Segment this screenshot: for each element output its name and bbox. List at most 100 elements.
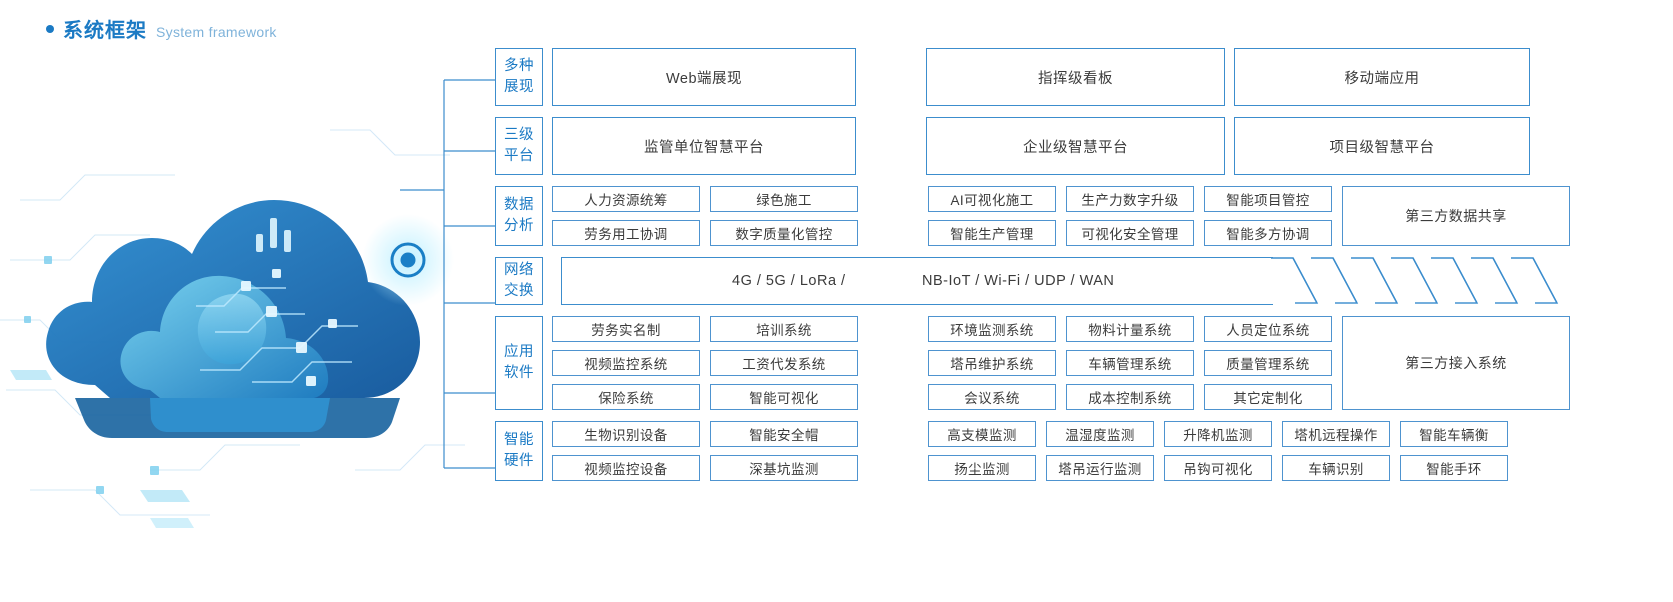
box-third-party-data-sharing[interactable]: 第三方数据共享 [1342,186,1570,246]
row-presentation: 多种 展现 Web端展现 指挥级看板 移动端应用 [495,48,1673,106]
chip-column: 物料计量系统 车辆管理系统 成本控制系统 [1066,316,1194,410]
category-line-1: 智能 [504,431,534,448]
row-network-exchange: 网络 交换 4G / 5G / LoRa / NB-IoT / Wi-Fi / … [495,257,1673,305]
app-left-group: 劳务实名制 视频监控系统 保险系统 培训系统 工资代发系统 智能可视化 [552,316,858,410]
chip-column: 生物识别设备 视频监控设备 [552,421,700,481]
chip-column: 智能安全帽 深基坑监测 [710,421,858,481]
category-line-1: 多种 [504,57,534,74]
hardware-right-group: 高支模监测 扬尘监测 温湿度监测 塔吊运行监测 升降机监测 吊钩可视化 [928,421,1272,481]
category-line-1: 网络 [504,261,534,278]
box-command-dashboard[interactable]: 指挥级看板 [926,48,1225,106]
chip-item[interactable]: 智能可视化 [710,384,858,410]
chip-item[interactable]: 车辆识别 [1282,455,1390,481]
chip-item[interactable]: 绿色施工 [710,186,858,212]
row-platform: 三级 平台 监管单位智慧平台 企业级智慧平台 项目级智慧平台 [495,117,1673,175]
chip-item[interactable]: 工资代发系统 [710,350,858,376]
data-analysis-right-group: AI可视化施工 智能生产管理 生产力数字升级 可视化安全管理 智能项目管控 智能… [928,186,1332,246]
chip-item[interactable]: 劳务实名制 [552,316,700,342]
category-line-1: 应用 [504,343,534,360]
chip-column: 智能车辆衡 智能手环 [1400,421,1508,481]
chip-item[interactable]: 高支模监测 [928,421,1036,447]
chip-item[interactable]: 成本控制系统 [1066,384,1194,410]
category-presentation[interactable]: 多种 展现 [495,48,543,106]
chip-item[interactable]: 保险系统 [552,384,700,410]
chip-item[interactable]: 培训系统 [710,316,858,342]
chip-item[interactable]: 吊钩可视化 [1164,455,1272,481]
chip-column: 环境监测系统 塔吊维护系统 会议系统 [928,316,1056,410]
chip-item[interactable]: 生产力数字升级 [1066,186,1194,212]
chip-item[interactable]: 智能车辆衡 [1400,421,1508,447]
category-network-exchange[interactable]: 网络 交换 [495,257,543,305]
category-line-2: 分析 [504,218,534,234]
chip-item[interactable]: 塔吊维护系统 [928,350,1056,376]
box-project-platform[interactable]: 项目级智慧平台 [1234,117,1530,175]
chip-item[interactable]: 温湿度监测 [1046,421,1154,447]
chip-item[interactable]: 深基坑监测 [710,455,858,481]
chip-item[interactable]: 数字质量化管控 [710,220,858,246]
category-line-2: 软件 [504,365,534,381]
chip-column: 温湿度监测 塔吊运行监测 [1046,421,1154,481]
chip-item[interactable]: 质量管理系统 [1204,350,1332,376]
chip-column: 劳务实名制 视频监控系统 保险系统 [552,316,700,410]
row-smart-hardware: 智能 硬件 生物识别设备 视频监控设备 智能安全帽 深基坑监测 高支模监 [495,421,1673,481]
tree-connector [400,48,500,518]
category-line-1: 数据 [504,196,534,213]
chip-item[interactable]: 塔吊运行监测 [1046,455,1154,481]
chip-column: 高支模监测 扬尘监测 [928,421,1036,481]
chip-item[interactable]: 升降机监测 [1164,421,1272,447]
chip-column: 塔机远程操作 车辆识别 [1282,421,1390,481]
box-mobile-app[interactable]: 移动端应用 [1234,48,1530,106]
category-line-2: 交换 [504,283,534,299]
box-web-presentation[interactable]: Web端展现 [552,48,856,106]
row-application-software: 应用 软件 劳务实名制 视频监控系统 保险系统 培训系统 工资代发系统 智能可视… [495,316,1673,410]
chip-item[interactable]: 生物识别设备 [552,421,700,447]
chip-item[interactable]: 智能安全帽 [710,421,858,447]
category-application-software[interactable]: 应用 软件 [495,316,543,410]
chip-item[interactable]: 扬尘监测 [928,455,1036,481]
app-right-group: 环境监测系统 塔吊维护系统 会议系统 物料计量系统 车辆管理系统 成本控制系统 … [928,316,1332,410]
page-title-en: System framework [156,24,277,40]
chip-item[interactable]: 智能手环 [1400,455,1508,481]
category-line-2: 硬件 [504,453,534,469]
chip-item[interactable]: 视频监控系统 [552,350,700,376]
network-text-right: NB-IoT / Wi-Fi / UDP / WAN [922,273,1115,289]
chip-item[interactable]: 环境监测系统 [928,316,1056,342]
chip-item[interactable]: 人力资源统筹 [552,186,700,212]
chip-item[interactable]: 车辆管理系统 [1066,350,1194,376]
chip-item[interactable]: 劳务用工协调 [552,220,700,246]
page-title: 系统框架 System framework [46,14,277,43]
bullet-dot-icon [46,25,54,33]
chip-item[interactable]: 智能多方协调 [1204,220,1332,246]
chip-item[interactable]: 视频监控设备 [552,455,700,481]
chip-item[interactable]: 其它定制化 [1204,384,1332,410]
chip-column: 生产力数字升级 可视化安全管理 [1066,186,1194,246]
chip-item[interactable]: 物料计量系统 [1066,316,1194,342]
category-line-1: 三级 [504,126,534,143]
chip-item[interactable]: 可视化安全管理 [1066,220,1194,246]
chip-item[interactable]: 塔机远程操作 [1282,421,1390,447]
chip-column: 人力资源统筹 劳务用工协调 [552,186,700,246]
category-platform[interactable]: 三级 平台 [495,117,543,175]
chip-item[interactable]: 会议系统 [928,384,1056,410]
box-third-party-access-system[interactable]: 第三方接入系统 [1342,316,1570,410]
network-text-left: 4G / 5G / LoRa / [732,273,846,289]
chip-item[interactable]: AI可视化施工 [928,186,1056,212]
row-data-analysis: 数据 分析 人力资源统筹 劳务用工协调 绿色施工 数字质量化管控 AI可 [495,186,1673,246]
hardware-far-group: 塔机远程操作 车辆识别 智能车辆衡 智能手环 [1282,421,1508,481]
chip-column: 培训系统 工资代发系统 智能可视化 [710,316,858,410]
category-smart-hardware[interactable]: 智能 硬件 [495,421,543,481]
chip-column: AI可视化施工 智能生产管理 [928,186,1056,246]
chip-item[interactable]: 智能生产管理 [928,220,1056,246]
chip-item[interactable]: 智能项目管控 [1204,186,1332,212]
cloud-network-illustration [0,70,470,540]
box-regulator-platform[interactable]: 监管单位智慧平台 [552,117,856,175]
category-data-analysis[interactable]: 数据 分析 [495,186,543,246]
page-title-cn: 系统框架 [63,20,147,42]
data-analysis-left-group: 人力资源统筹 劳务用工协调 绿色施工 数字质量化管控 [552,186,858,246]
chip-item[interactable]: 人员定位系统 [1204,316,1332,342]
category-line-2: 平台 [504,148,534,164]
network-protocol-bar[interactable]: 4G / 5G / LoRa / NB-IoT / Wi-Fi / UDP / … [561,257,1273,305]
category-line-2: 展现 [504,79,534,95]
box-enterprise-platform[interactable]: 企业级智慧平台 [926,117,1225,175]
